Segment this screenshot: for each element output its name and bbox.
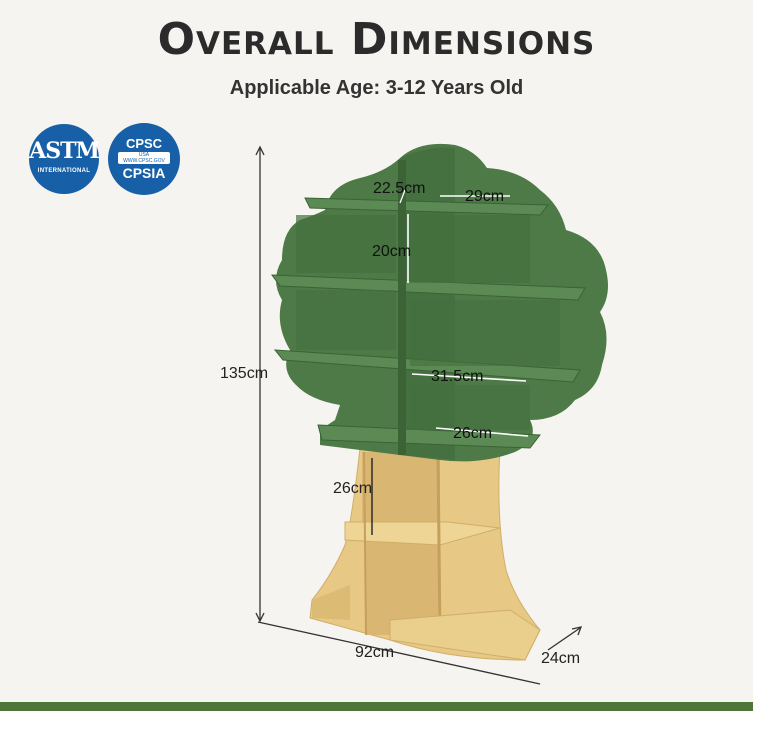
cpsc-top: CPSC [125, 136, 163, 151]
astm-badge-icon: ASTM INTERNATIONAL [29, 124, 100, 194]
tree-bookshelf-illustration: 135cm 92cm 24cm 22.5cm 29cm 20cm 31.5cm … [220, 143, 608, 685]
dimension-lines [255, 145, 583, 685]
cpsc-mid: USA WWW.CPSC.GOV [118, 152, 170, 164]
width-label: 92cm [355, 644, 394, 661]
middle-shelf-width-label: 31.5cm [431, 368, 483, 385]
astm-sub: INTERNATIONAL [37, 168, 91, 174]
accent-bar [0, 702, 753, 711]
upper-compartment-height-label: 20cm [372, 243, 411, 260]
cpsc-bottom: CPSIA [122, 165, 166, 181]
age-subtitle: Applicable Age: 3-12 Years Old [229, 77, 524, 99]
trunk-compartment-height-label: 26cm [333, 480, 372, 497]
lower-shelf-width-label: 26cm [453, 425, 492, 442]
height-label: 135cm [220, 365, 268, 382]
canopy-icon [270, 143, 608, 462]
astm-mark: ASTM [29, 138, 100, 164]
depth-label: 24cm [541, 650, 580, 667]
top-shelf-depth-label: 22.5cm [373, 180, 425, 197]
page-title: Overall Dimensions [157, 14, 596, 65]
product-dimension-graphic: Overall Dimensions Applicable Age: 3-12 … [0, 0, 753, 702]
top-shelf-width-label: 29cm [465, 188, 504, 205]
trunk-icon [309, 447, 541, 661]
cpsc-badge-icon: CPSC USA WWW.CPSC.GOV CPSIA [108, 123, 180, 195]
